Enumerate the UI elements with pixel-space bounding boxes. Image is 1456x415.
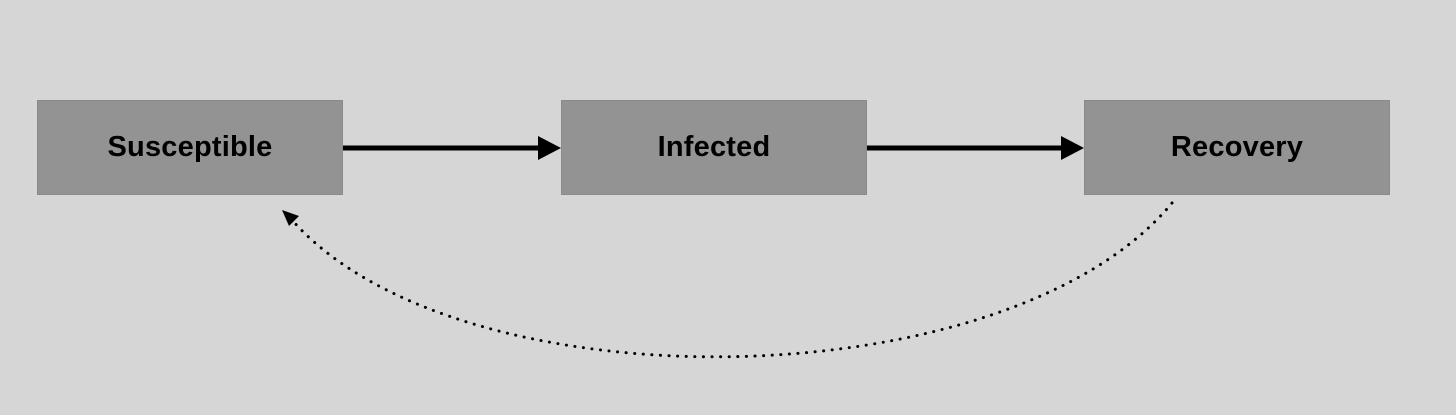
arrowhead-icon — [282, 210, 299, 226]
node-label: Susceptible — [107, 131, 273, 163]
node-label: Recovery — [1170, 131, 1304, 163]
node-susceptible: Susceptible — [37, 100, 343, 195]
edge-recovery-to-susceptible — [282, 201, 1174, 359]
arrowhead-icon — [538, 136, 561, 160]
node-label: Infected — [657, 131, 771, 163]
arrowhead-icon — [1061, 136, 1084, 160]
edge-susceptible-to-infected — [343, 136, 561, 160]
node-recovery: Recovery — [1084, 100, 1390, 195]
node-infected: Infected — [561, 100, 867, 195]
edge-infected-to-recovery — [867, 136, 1084, 160]
